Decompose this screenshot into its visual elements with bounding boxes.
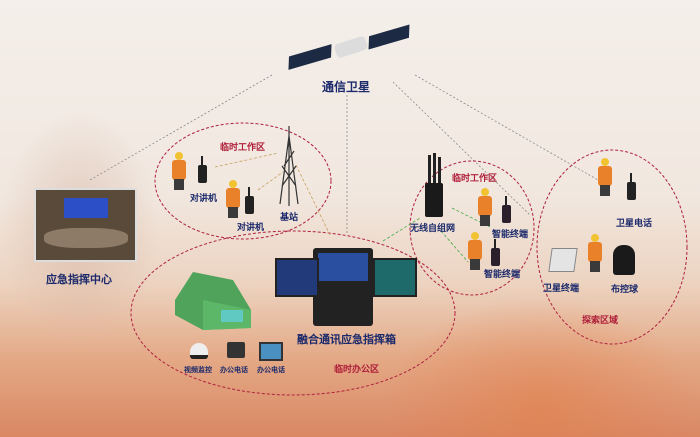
smart-terminal-icon — [491, 239, 500, 266]
work-zone-1-boundary — [154, 122, 332, 240]
search-zone-boundary — [536, 149, 688, 345]
satellite-icon — [288, 24, 410, 73]
smart-terminal-icon — [502, 196, 511, 223]
mesh-label: 无线自组网 — [410, 224, 456, 234]
search-zone-title: 探索区域 — [582, 316, 619, 326]
radio-links — [214, 152, 331, 236]
office-zone-boundary — [130, 230, 456, 396]
work-zone-2-boundary — [409, 160, 535, 296]
video-phone-icon — [259, 342, 283, 361]
command-box-icon — [313, 248, 373, 326]
command-center-label: 应急指挥中心 — [46, 273, 112, 286]
link-satellite-command — [89, 74, 273, 181]
sat-phone-label: 卫星电话 — [616, 219, 653, 229]
satellite-terminal-icon — [548, 248, 578, 272]
walkie-talkie-icon — [198, 156, 207, 183]
command-box-label: 融合通讯应急指挥箱 — [297, 333, 396, 346]
radio-label-1: 对讲机 — [190, 194, 218, 204]
firefighter-icon — [225, 180, 241, 218]
office-zone-title: 临时办公区 — [334, 365, 380, 375]
base-station-tower-icon — [279, 126, 299, 206]
fire-background — [380, 297, 700, 437]
mesh-radio-icon — [425, 153, 443, 217]
firefighter-icon — [467, 232, 483, 270]
tent-icon — [175, 272, 251, 330]
work-zone-1-title: 临时工作区 — [220, 143, 266, 153]
terminal-label-1: 智能终端 — [492, 230, 529, 240]
phone-label-1: 办公电话 — [220, 366, 248, 374]
sat-terminal-label: 卫星终端 — [543, 284, 580, 294]
camera-ball-icon — [613, 245, 635, 275]
satellite-phone-icon — [627, 173, 636, 200]
office-phone-icon — [227, 342, 245, 358]
satellite-label: 通信卫星 — [322, 80, 371, 94]
phone-label-2: 办公电话 — [257, 366, 285, 374]
walkie-talkie-icon — [245, 187, 254, 214]
right-monitor-icon — [373, 258, 417, 297]
command-center-image — [34, 188, 137, 262]
tower-label: 基站 — [280, 213, 299, 223]
video-camera-icon — [190, 343, 208, 359]
firefighter-icon — [171, 152, 187, 190]
work-zone-2-title: 临时工作区 — [452, 174, 498, 184]
link-satellite-phone — [414, 74, 599, 181]
video-label: 视频监控 — [184, 366, 212, 374]
firefighter-icon — [477, 188, 493, 226]
left-monitor-icon — [275, 258, 319, 297]
firefighter-icon — [587, 234, 603, 272]
firefighter-icon — [597, 158, 613, 196]
radio-label-2: 对讲机 — [237, 223, 265, 233]
terminal-label-2: 智能终端 — [484, 270, 521, 280]
camera-ball-label: 布控球 — [611, 285, 639, 295]
